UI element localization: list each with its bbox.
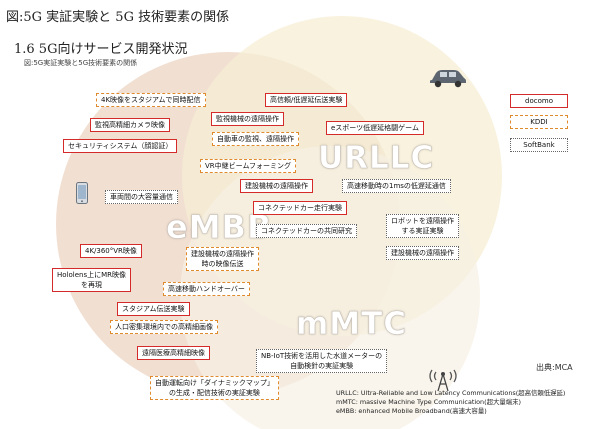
use-case-connected-car-research: コネクテッドカーの共同研究 — [256, 224, 357, 238]
use-case-handover: 高速移動ハンドオーバー — [163, 282, 250, 296]
use-case-robot-remote: ロボットを遠隔操作する実証実験 — [386, 214, 459, 238]
section-title: 1.6 5G向けサービス開発状況 — [14, 42, 188, 57]
smartphone-icon — [76, 182, 88, 204]
page-title: 図:5G 実証実験と 5G 技術要素の関係 — [6, 10, 230, 25]
use-case-face-recognition: セキュリティシステム（顔認証） — [63, 139, 178, 153]
figure-caption: 図:5G実証実験と5G技術要素の関係 — [24, 59, 138, 67]
use-case-stadium-transmission: スタジアム伝送実験 — [117, 302, 190, 316]
footnote-urllc: URLLC: Ultra-Reliable and Low Latency Co… — [336, 389, 566, 397]
use-case-vehicle-communication: 車両間の大容量通信 — [105, 190, 178, 204]
footnote-embb: eMBB: enhanced Mobile Broadband(高速大容量) — [336, 407, 487, 415]
use-case-dense-environment: 人口密集環境内での高精細画像 — [110, 320, 218, 334]
use-case-4k-stadium: 4K映像をスタジアムで同時配信 — [96, 93, 206, 107]
use-case-surveillance-camera: 監視高精細カメラ映像 — [90, 118, 170, 132]
use-case-esports: eスポーツ低遅延格闘ゲーム — [326, 121, 424, 135]
use-case-connected-car-driving: コネクテッドカー走行実験 — [253, 201, 347, 215]
antenna-tower-icon — [429, 369, 457, 392]
use-case-hololens-mr: Hololens上にMR映像を再現 — [52, 268, 132, 292]
urllc-label: URLLC — [318, 140, 435, 177]
source-note: 出典:MCA — [536, 363, 573, 372]
use-case-vr-beamforming: VR中継ビームフォーミング — [200, 159, 297, 173]
use-case-construction-remote-softbank: 建設機械の遠隔操作 — [386, 246, 459, 260]
use-case-construction-remote-docomo: 建設機械の遠隔操作 — [240, 179, 313, 193]
car-icon — [430, 70, 466, 88]
legend-kddi: KDDI — [510, 115, 568, 129]
use-case-car-remote-control: 自動車の監視、遠隔操作 — [212, 132, 299, 146]
use-case-4k-360-vr: 4K/360°VR映像 — [80, 244, 142, 258]
use-case-construction-video: 建設機械の遠隔操作時の映像伝送 — [186, 247, 259, 271]
legend-softbank: SoftBank — [510, 138, 568, 152]
use-case-remote-machine-operation: 監視機械の遠隔操作 — [211, 112, 284, 126]
legend-docomo: docomo — [510, 94, 568, 108]
use-case-1ms-low-latency: 高速移動時の1msの低遅延通信 — [342, 179, 451, 193]
footnote-mmtc: mMTC: massive Machine Type Communication… — [336, 398, 522, 406]
use-case-nb-iot-water-meter: NB-IoT技術を活用した水道メーターの自動検針の実証実験 — [256, 349, 388, 373]
mmtc-label: mMTC — [296, 306, 408, 343]
use-case-low-latency-transmission: 高信頼/低遅延伝送実験 — [265, 93, 348, 107]
footnotes: URLLC: Ultra-Reliable and Low Latency Co… — [336, 389, 565, 416]
use-case-dynamic-map: 自動運転向け「ダイナミックマップ」の生成・配信技術の実証実験 — [150, 376, 279, 400]
use-case-remote-medicine: 遠隔医療高精細映像 — [137, 346, 210, 360]
